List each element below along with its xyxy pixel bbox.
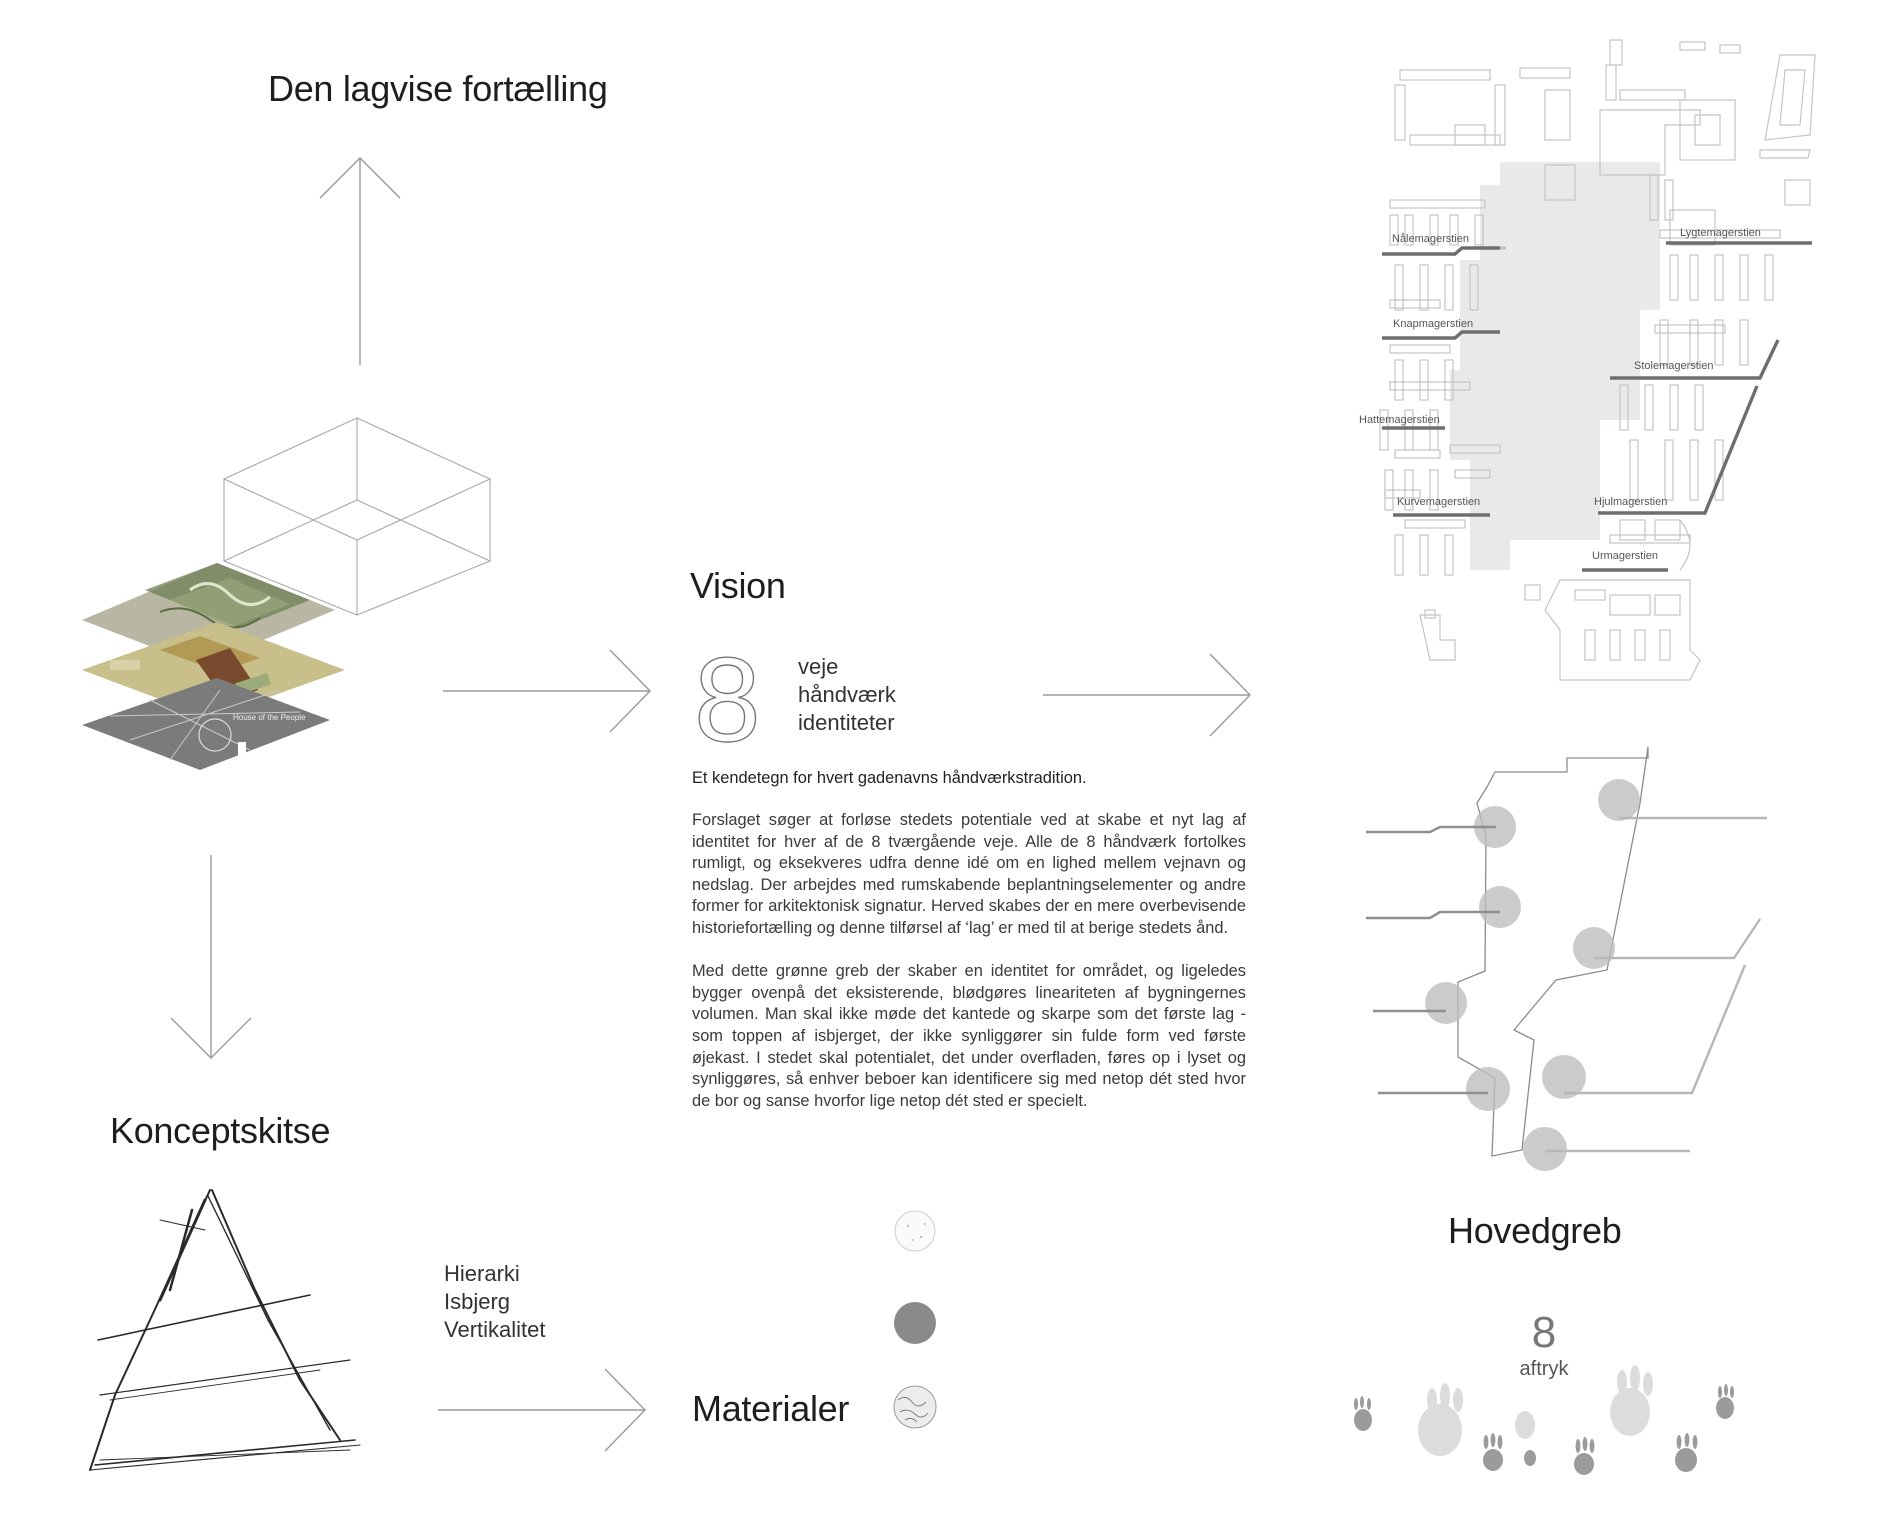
concept-word: Isbjerg xyxy=(444,1289,511,1314)
node-circles xyxy=(1425,779,1640,1171)
node-lines-right xyxy=(1545,816,1767,1153)
node-lines xyxy=(1366,825,1500,1095)
vision-subtitle: Et kendetegn for hvert gadenavns håndvær… xyxy=(692,769,1087,787)
material-swatch-light xyxy=(894,1210,936,1252)
street-label: Lygtemagerstien xyxy=(1680,227,1761,239)
arrow-up xyxy=(319,157,401,365)
arrow-right-layers xyxy=(443,649,651,733)
concept-word: Vertikalitet xyxy=(444,1317,546,1342)
map-layer: House of the People xyxy=(82,678,330,770)
vision-word: håndværk xyxy=(798,682,896,707)
map-layer-label: House of the People xyxy=(233,713,306,722)
main-moves-heading: Hovedgreb xyxy=(1448,1210,1622,1251)
material-swatch-texture xyxy=(893,1385,937,1429)
street-label: Knapmagerstien xyxy=(1393,318,1474,330)
street-label: Stolemagerstien xyxy=(1634,360,1714,372)
vision-body: Forslaget søger at forløse stedets poten… xyxy=(692,810,1246,1112)
arrow-right-vision xyxy=(1043,653,1251,737)
vision-word-list: veje håndværk identiteter xyxy=(798,653,896,737)
street-label: Nålemagerstien xyxy=(1392,233,1470,245)
vision-paragraph: Med dette grønne greb der skaber en iden… xyxy=(692,962,1246,1110)
vision-number: 8 xyxy=(693,633,761,767)
materials-heading: Materialer xyxy=(692,1388,850,1429)
street-label: Kurvemagerstien xyxy=(1397,496,1481,508)
imprints-number: 8 xyxy=(1531,1308,1557,1357)
concept-sketch-heading: Konceptskitse xyxy=(110,1110,331,1151)
vision-word: veje xyxy=(798,654,839,679)
wireframe-box xyxy=(222,417,492,616)
vision-heading: Vision xyxy=(690,565,786,606)
imprints-label: aftryk xyxy=(1519,1358,1569,1380)
vision-word: identiteter xyxy=(798,710,895,735)
plaza-outline xyxy=(1457,746,1649,1157)
arrow-right-concept xyxy=(438,1368,646,1452)
central-plaza xyxy=(1450,162,1660,570)
concept-word-list: Hierarki Isbjerg Vertikalitet xyxy=(444,1260,546,1344)
street-label: Urmagerstien xyxy=(1592,550,1659,562)
arrow-down xyxy=(170,855,252,1059)
layered-story-heading: Den lagvise fortælling xyxy=(268,68,608,109)
street-lines xyxy=(1382,241,1812,572)
concept-word: Hierarki xyxy=(444,1261,520,1286)
street-label: Hjulmagerstien xyxy=(1594,496,1668,508)
vision-paragraph: Forslaget søger at forløse stedets poten… xyxy=(692,811,1246,937)
vegetation-layer xyxy=(82,563,335,666)
street-label: Hattemagerstien xyxy=(1359,414,1440,426)
building-outlines xyxy=(1379,39,1816,681)
material-swatch-dark xyxy=(894,1302,936,1344)
